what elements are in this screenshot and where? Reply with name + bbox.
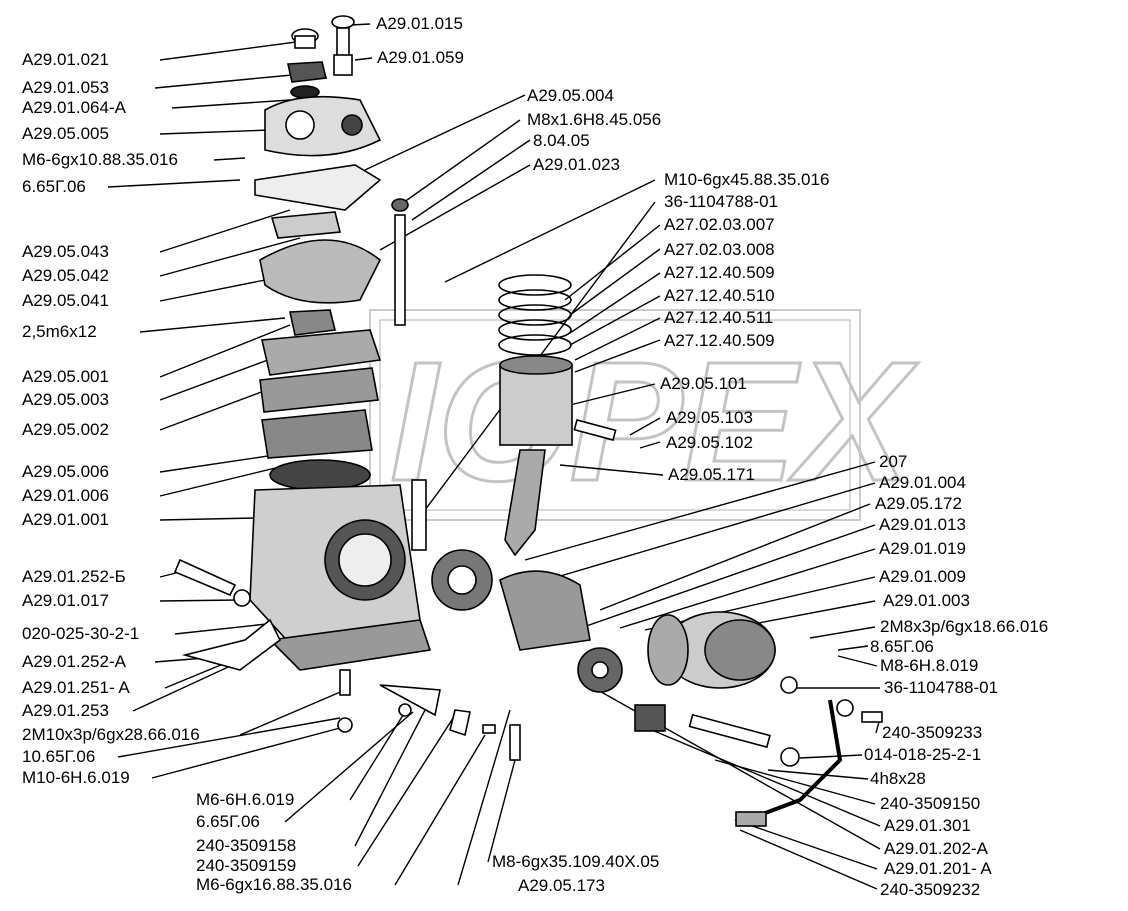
part-label-6-65g-06-washer: 6.65Г.06 xyxy=(196,812,260,831)
part-label-a29-05-006: A29.05.006 xyxy=(22,462,109,481)
part-label-a29-05-101: A29.05.101 xyxy=(660,374,747,393)
part-label-a29-05-041: A29.05.041 xyxy=(22,291,109,310)
part-label-a27-02-03-007: A27.02.03.007 xyxy=(664,215,775,234)
watermark-logo: IOPEX xyxy=(369,309,920,521)
part-label-a29-01-003: A29.01.003 xyxy=(883,591,970,610)
part-label-a29-05-002: A29.05.002 xyxy=(22,420,109,439)
part-label-a29-05-004: A29.05.004 xyxy=(527,86,614,105)
part-label-a29-01-252-a: A29.01.252-A xyxy=(22,652,126,671)
part-label-36-1104788-01-top: 36-1104788-01 xyxy=(664,192,779,211)
part-label-a29-05-003: A29.05.003 xyxy=(22,390,109,409)
part-label-a29-05-102: A29.05.102 xyxy=(666,433,753,452)
part-label-m6-bolt-16: M6-6gx16.88.35.016 xyxy=(196,875,352,894)
part-label-8-04-05: 8.04.05 xyxy=(533,131,590,150)
part-label-a29-01-009: A29.01.009 xyxy=(879,567,966,586)
compressor-parts xyxy=(173,15,883,827)
part-label-a29-05-171: A29.05.171 xyxy=(668,465,755,484)
part-label-a29-01-201-a: A29.01.201- A xyxy=(884,859,992,878)
part-label-a29-01-015: A29.01.015 xyxy=(376,14,463,33)
part-label-6-65g-06: 6.65Г.06 xyxy=(22,177,86,196)
part-label-a29-01-252-b: A29.01.252-Б xyxy=(22,567,126,586)
part-label-8-65g-06: 8.65Г.06 xyxy=(870,637,934,656)
part-label-a27-12-40-510: A27.12.40.510 xyxy=(664,286,775,305)
part-label-2m8-stud: 2M8x3p/6gx18.66.016 xyxy=(880,617,1049,636)
part-label-a27-12-40-509-b: A27.12.40.509 xyxy=(664,331,775,350)
part-label-a29-01-202-a: A29.01.202-A xyxy=(884,839,988,858)
part-label-020-025-30-2-1: 020-025-30-2-1 xyxy=(22,624,140,643)
part-label-a29-01-023: A29.01.023 xyxy=(533,155,620,174)
part-label-a29-05-043: A29.05.043 xyxy=(22,242,109,261)
part-label-a29-05-005: A29.05.005 xyxy=(22,124,109,143)
part-label-a27-02-03-008: A27.02.03.008 xyxy=(664,240,775,259)
part-label-a29-01-019: A29.01.019 xyxy=(879,539,966,558)
part-label-240-3509233: 240-3509233 xyxy=(882,723,983,742)
part-label-a27-12-40-509-a: A27.12.40.509 xyxy=(664,263,775,282)
part-label-m8-nut: M8-6H.8.019 xyxy=(880,656,979,675)
part-label-a29-05-173: A29.05.173 xyxy=(518,876,605,895)
leader-lines xyxy=(107,23,881,890)
part-label-a29-01-013: A29.01.013 xyxy=(879,515,966,534)
part-label-a29-01-059: A29.01.059 xyxy=(377,48,464,67)
part-label-m6-bolt: M6-6gx10.88.35.016 xyxy=(22,150,178,169)
part-label-a29-05-172: A29.05.172 xyxy=(875,494,962,513)
part-label-m10-nut: M10-6H.6.019 xyxy=(22,768,130,787)
part-label-240-3509158: 240-3509158 xyxy=(196,836,297,855)
part-label-10-65g-06: 10.65Г.06 xyxy=(22,747,96,766)
part-label-a29-05-001: A29.05.001 xyxy=(22,367,109,386)
part-label-a29-01-021: A29.01.021 xyxy=(22,50,109,69)
part-label-a29-01-064-a: A29.01.064-A xyxy=(22,98,126,117)
part-label-m8-nut-45: M8x1.6H8.45.056 xyxy=(527,110,662,129)
part-label-a29-01-006: A29.01.006 xyxy=(22,486,109,505)
part-label-a29-01-004: A29.01.004 xyxy=(879,473,966,492)
part-label-a29-01-053: A29.01.053 xyxy=(22,78,109,97)
part-label-a29-01-251-a: A29.01.251- A xyxy=(22,678,130,697)
part-label-36-1104788-01-bottom: 36-1104788-01 xyxy=(884,678,999,697)
part-label-240-3509150: 240-3509150 xyxy=(880,794,981,813)
part-label-pin-2-5m6x12: 2,5m6x12 xyxy=(22,322,97,341)
part-label-a29-05-042: A29.05.042 xyxy=(22,266,109,285)
part-label-240-3509232: 240-3509232 xyxy=(880,880,981,899)
part-label-014-018-25-2-1: 014-018-25-2-1 xyxy=(864,745,982,764)
part-label-m8-bolt-35: M8-6gx35.109.40X.05 xyxy=(492,852,660,871)
part-label-a29-05-103: A29.05.103 xyxy=(666,408,753,427)
part-label-2m10-stud: 2M10x3p/6gx28.66.016 xyxy=(22,725,200,744)
part-label-m10-bolt-45: M10-6gx45.88.35.016 xyxy=(664,170,830,189)
part-label-a29-01-301: A29.01.301 xyxy=(884,816,971,835)
part-label-a27-12-40-511: A27.12.40.511 xyxy=(664,308,774,327)
part-label-240-3509159: 240-3509159 xyxy=(196,856,297,875)
part-label-bearing-207: 207 xyxy=(879,452,908,471)
part-label-a29-01-253: A29.01.253 xyxy=(22,701,109,720)
part-label-pin-4h8x28: 4h8x28 xyxy=(870,769,926,788)
part-label-a29-01-001: A29.01.001 xyxy=(22,510,109,529)
part-label-a29-01-017: A29.01.017 xyxy=(22,591,109,610)
part-label-m6-nut: M6-6H.6.019 xyxy=(196,790,295,809)
